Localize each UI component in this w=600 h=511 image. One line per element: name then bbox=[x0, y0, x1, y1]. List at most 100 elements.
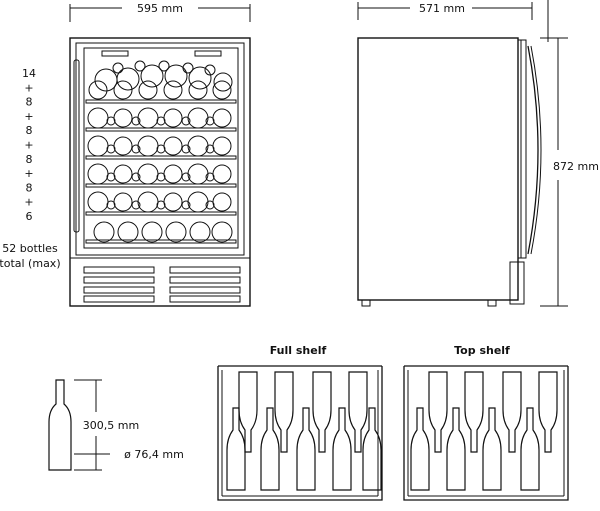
front-shelf-1 bbox=[85, 127, 237, 132]
front-bottle-bottom-4 bbox=[189, 221, 211, 243]
front-shelf-3 bbox=[85, 183, 237, 188]
full-shelf-frame bbox=[217, 366, 383, 501]
front-bottle-top-small-4 bbox=[204, 64, 216, 76]
top-shelf-plan bbox=[403, 365, 569, 501]
front-bottle-bottom-2 bbox=[141, 221, 163, 243]
top-shelf-bottle-up-3 bbox=[520, 407, 540, 491]
front-shelf-4 bbox=[85, 211, 237, 216]
front-bottle-s2-1 bbox=[113, 136, 133, 156]
front-bottle-top-small-0 bbox=[112, 62, 124, 74]
front-bottle-s4-small-1 bbox=[131, 200, 141, 210]
front-bottle-s4-small-4 bbox=[205, 200, 215, 210]
bottle-diameter-label: ø 76,4 mm bbox=[124, 448, 184, 461]
front-bottle-s3-3 bbox=[163, 164, 183, 184]
full-shelf-label: Full shelf bbox=[270, 344, 327, 357]
front-bottle-top-0 bbox=[94, 68, 118, 92]
shelf-count-labels: 14+8+8+8+8+6 bbox=[22, 67, 36, 223]
front-shelf-5 bbox=[85, 239, 237, 244]
full-shelf-bottle-up-3 bbox=[332, 407, 352, 491]
front-bottle-s0-3 bbox=[163, 80, 183, 100]
side-cabinet bbox=[357, 37, 519, 301]
side-kick bbox=[509, 261, 525, 305]
front-bottle-s4-5 bbox=[212, 192, 232, 212]
grille-slot-right-2 bbox=[169, 286, 241, 294]
shelf-count-4: 8 bbox=[26, 124, 33, 137]
front-bottle-top-4 bbox=[188, 66, 212, 90]
front-width-dimension: 595 mm bbox=[69, 2, 251, 22]
front-cabinet bbox=[69, 37, 251, 307]
front-bottle-top-small-2 bbox=[158, 60, 170, 72]
front-bottle-s4-2 bbox=[137, 191, 159, 213]
front-bottle-s2-small-0 bbox=[106, 144, 116, 154]
front-bottle-s4-1 bbox=[113, 192, 133, 212]
bottle-height-label: 300,5 mm bbox=[83, 419, 139, 432]
front-bottle-top-2 bbox=[140, 64, 164, 88]
total-bottles-line2: total (max) bbox=[0, 257, 61, 270]
top-lights bbox=[101, 50, 222, 57]
front-bottle-s3-2 bbox=[137, 163, 159, 185]
front-bottle-s0-1 bbox=[113, 80, 133, 100]
top-shelf-bottle-down-0 bbox=[428, 371, 448, 453]
top-shelf-bottle-up-1 bbox=[446, 407, 466, 491]
total-bottles-line1: 52 bottles bbox=[2, 242, 58, 255]
full-shelf-bottle-down-0 bbox=[238, 371, 258, 453]
front-shelves bbox=[85, 99, 237, 244]
full-shelf-plan bbox=[217, 365, 383, 501]
side-view: 571 mm 872 mm bbox=[357, 0, 599, 307]
front-shelf-2 bbox=[85, 155, 237, 160]
bottle-outline bbox=[48, 379, 72, 471]
front-bottle-s2-4 bbox=[187, 135, 209, 157]
side-door bbox=[517, 39, 527, 259]
shelf-count-6: 8 bbox=[26, 153, 33, 166]
full-shelf-bottle-up-2 bbox=[296, 407, 316, 491]
full-shelf-bottle-down-3 bbox=[348, 371, 368, 453]
front-bottle-top-small-1 bbox=[134, 60, 146, 72]
front-bottle-s3-small-2 bbox=[156, 172, 166, 182]
grille-slot-right-0 bbox=[169, 266, 241, 274]
front-bottle-top-1 bbox=[116, 67, 140, 91]
front-bottle-s3-1 bbox=[113, 164, 133, 184]
full-shelf-bottle-up-4 bbox=[362, 407, 382, 491]
front-view: 595 mm 14+8+8+8+8+6 52 bottles total (ma… bbox=[0, 2, 251, 307]
shelf-count-7: + bbox=[24, 167, 33, 180]
top-shelf-label: Top shelf bbox=[454, 344, 510, 357]
top-shelf-frame bbox=[403, 366, 569, 501]
front-bottle-s3-small-3 bbox=[181, 172, 191, 182]
front-bottle-s3-5 bbox=[212, 164, 232, 184]
grille-slot-left-1 bbox=[83, 276, 155, 284]
front-bottle-s1-small-0 bbox=[106, 116, 116, 126]
front-bottle-bottom-5 bbox=[211, 221, 233, 243]
top-shelf-bottle-down-3 bbox=[538, 371, 558, 453]
front-bottle-s2-small-2 bbox=[156, 144, 166, 154]
front-bottle-s0-5 bbox=[212, 80, 232, 100]
grille-slot-left-2 bbox=[83, 286, 155, 294]
front-bottle-top-5 bbox=[213, 72, 233, 92]
front-bottle-s3-small-1 bbox=[131, 172, 141, 182]
front-bottle-s4-small-0 bbox=[106, 200, 116, 210]
bottle-diameter-dimension: ø 76,4 mm bbox=[74, 448, 184, 461]
front-bottle-s4-0 bbox=[87, 191, 109, 213]
front-bottle-s4-3 bbox=[163, 192, 183, 212]
front-bottle-s0-0 bbox=[88, 80, 108, 100]
grille-slot-left-0 bbox=[83, 266, 155, 274]
shelf-count-0: 14 bbox=[22, 67, 36, 80]
top-shelf-bottle-up-0 bbox=[410, 407, 430, 491]
shelf-count-8: 8 bbox=[26, 181, 33, 194]
front-bottle-s1-small-3 bbox=[181, 116, 191, 126]
grille-slot-left-3 bbox=[83, 295, 155, 303]
full-shelf-bottle-up-0 bbox=[226, 407, 246, 491]
front-bottle-s3-small-0 bbox=[106, 172, 116, 182]
door-handle bbox=[73, 59, 80, 233]
front-bottle-s2-small-3 bbox=[181, 144, 191, 154]
grille-slot-right-1 bbox=[169, 276, 241, 284]
front-bottle-top-small-3 bbox=[182, 62, 194, 74]
front-bottle-s1-3 bbox=[163, 108, 183, 128]
front-bottle-s4-small-2 bbox=[156, 200, 166, 210]
front-bottles bbox=[87, 60, 233, 243]
front-bottle-s2-3 bbox=[163, 136, 183, 156]
bottle-height-dimension: 300,5 mm bbox=[74, 379, 139, 471]
shelf-count-9: + bbox=[24, 196, 33, 209]
front-width-label: 595 mm bbox=[137, 2, 183, 15]
full-shelf-bottle-down-1 bbox=[274, 371, 294, 453]
